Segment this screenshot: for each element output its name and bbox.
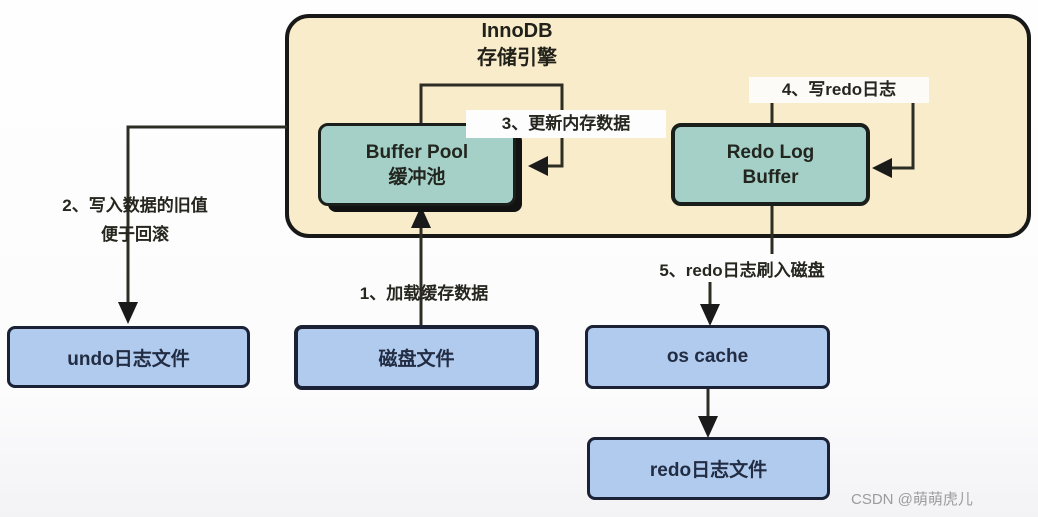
os-cache-node: os cache <box>585 325 830 389</box>
step5-label: 5、redo日志刷入磁盘 <box>659 261 825 280</box>
os-cache-label: os cache <box>666 346 749 367</box>
arrowhead-step2-down <box>118 302 138 324</box>
csdn-watermark: CSDN @萌萌虎儿 <box>851 491 973 508</box>
step2-label-line2: 便于回滚 <box>101 225 169 244</box>
buffer-pool-label-en: Buffer Pool <box>365 141 469 163</box>
step2-label: 2、写入数据的旧值 便于回滚 <box>22 191 248 249</box>
disk-file-node: 磁盘文件 <box>294 325 539 390</box>
step4-label: 4、写redo日志 <box>749 77 929 103</box>
buffer-pool-label-zh: 缓冲池 <box>388 166 446 188</box>
redo-log-buffer-label-line1: Redo Log <box>726 141 815 163</box>
innodb-title-line2: 存储引擎 <box>477 47 557 69</box>
step2-label-line1: 2、写入数据的旧值 <box>62 196 208 215</box>
redo-log-file-label: redo日志文件 <box>649 460 768 481</box>
step1-label: 1、加载缓存数据 <box>359 284 489 303</box>
innodb-engine-title: InnoDB 存储引擎 <box>417 18 617 72</box>
arrowhead-oscache-down <box>698 416 718 438</box>
disk-file-label: 磁盘文件 <box>378 349 455 370</box>
undo-log-file-label: undo日志文件 <box>67 348 190 370</box>
innodb-title-line1: InnoDB <box>481 20 553 42</box>
redo-log-buffer-node: Redo Log Buffer <box>671 123 870 206</box>
redo-log-file-node: redo日志文件 <box>587 437 830 500</box>
redo-log-buffer-label-line2: Buffer <box>742 166 799 188</box>
arrowhead-step5-down <box>700 304 720 326</box>
step3-label: 3、更新内存数据 <box>466 110 666 138</box>
undo-log-file-node: undo日志文件 <box>7 326 250 388</box>
